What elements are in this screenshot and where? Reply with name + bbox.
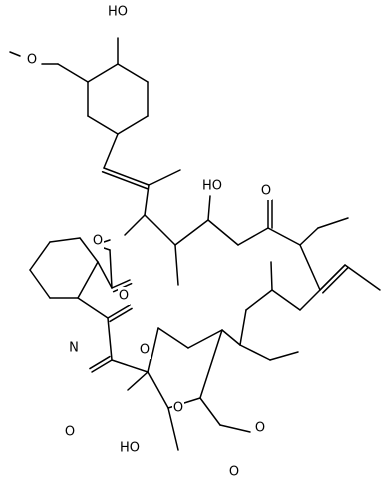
bond-47	[111, 359, 149, 373]
bond-40	[147, 371, 169, 409]
bond-26	[299, 244, 321, 291]
bond-48	[91, 359, 113, 373]
amide-carbonyl-oxygen-label-bg	[139, 341, 151, 359]
bond-2	[117, 115, 149, 135]
cyclohexyl-methoxy-oxygen-label-bg	[26, 51, 38, 69]
pyran-ring-oxygen-label-bg	[172, 399, 184, 417]
macrolide-ester-oxygen-label: O	[93, 234, 103, 249]
bond-33	[239, 309, 247, 346]
bond-9	[9, 51, 21, 57]
secondary-alcohol-oxygen-label-bg	[202, 177, 222, 195]
macrocycle-methoxy-oxygen-label-bg	[254, 419, 266, 437]
bond-18	[174, 219, 209, 246]
bond-32	[245, 289, 273, 311]
piperidine-nitrogen-label: N	[69, 341, 79, 356]
bond-45	[167, 407, 179, 451]
bond-11	[103, 167, 150, 186]
bond-3	[87, 115, 119, 135]
pyran-methoxy-oxygen-label: O	[229, 465, 239, 480]
pipecolate-carbonyl-oxygen-label: O	[119, 289, 129, 304]
bond-12	[148, 169, 181, 186]
bond-36	[269, 351, 299, 361]
bond-17	[174, 244, 179, 286]
bond-5	[87, 63, 119, 83]
bond-57	[77, 261, 99, 299]
pyran-ring-oxygen-label: O	[173, 401, 183, 416]
bond-46	[127, 371, 149, 391]
bond-25	[317, 217, 349, 229]
cyclohexyl-hydroxyl-label: HO	[108, 5, 128, 20]
bond-53	[29, 269, 51, 299]
bond-39	[147, 327, 159, 373]
bond-16	[144, 214, 176, 246]
bond-51	[77, 297, 109, 319]
bond-13	[144, 184, 150, 216]
macrocycle-methoxy-oxygen-label: O	[255, 421, 265, 436]
double-bond-4	[109, 307, 133, 323]
bond-50	[107, 304, 131, 319]
pyran-methoxy-oxygen-label-bg	[228, 463, 240, 481]
diketo-carbonyl-oxygen-label-bg	[64, 423, 76, 441]
bond-60	[109, 249, 113, 289]
bond-43	[199, 397, 221, 426]
bond-30	[271, 289, 301, 311]
cyclohexyl-methoxy-oxygen-label: O	[27, 53, 37, 68]
bond-29	[299, 264, 346, 311]
bond-lines	[9, 37, 381, 451]
bond-34	[221, 329, 241, 346]
double-bond-0	[101, 170, 149, 190]
bond-49	[107, 317, 113, 361]
bond-23	[267, 227, 301, 246]
bond-59	[111, 279, 131, 289]
bond-38	[157, 327, 189, 349]
hemiketal-hydroxyl-label-bg	[120, 439, 140, 457]
bond-0	[117, 63, 149, 83]
bond-10	[103, 133, 119, 169]
cyclohexyl-hydroxyl-label-bg	[108, 3, 128, 21]
piperidine-nitrogen-label-bg	[68, 339, 80, 357]
macrolide-ester-oxygen-label-bg	[92, 232, 104, 250]
pipecolate-carbonyl-oxygen-label-bg	[118, 287, 130, 305]
bond-24	[299, 227, 319, 246]
bond-37	[187, 329, 223, 349]
bond-42	[199, 329, 223, 399]
atom-labels: HO O O HO O O N O O O HO O O	[26, 3, 272, 481]
bond-56	[79, 237, 99, 263]
bond-28	[344, 264, 381, 291]
double-bond-2	[322, 267, 349, 294]
bond-20	[207, 219, 239, 246]
bond-54	[29, 241, 51, 271]
macrocycle-ketone-oxygen-label: O	[261, 184, 271, 199]
bond-7	[57, 63, 89, 83]
bond-14	[124, 214, 146, 236]
hemiketal-hydroxyl-label: HO	[120, 441, 140, 456]
bond-31	[270, 261, 273, 291]
diketo-carbonyl-oxygen-label: O	[65, 425, 75, 440]
macrocycle-ketone-oxygen-label-bg	[260, 182, 272, 200]
bond-58	[97, 261, 113, 289]
amide-carbonyl-oxygen-label: O	[140, 343, 150, 358]
bond-44	[219, 424, 251, 433]
bond-19	[207, 195, 211, 221]
bond-21	[237, 227, 269, 246]
double-bond-3	[89, 355, 111, 370]
bond-55	[49, 237, 81, 243]
bond-35	[239, 344, 271, 361]
secondary-alcohol-oxygen-label: HO	[202, 179, 222, 194]
